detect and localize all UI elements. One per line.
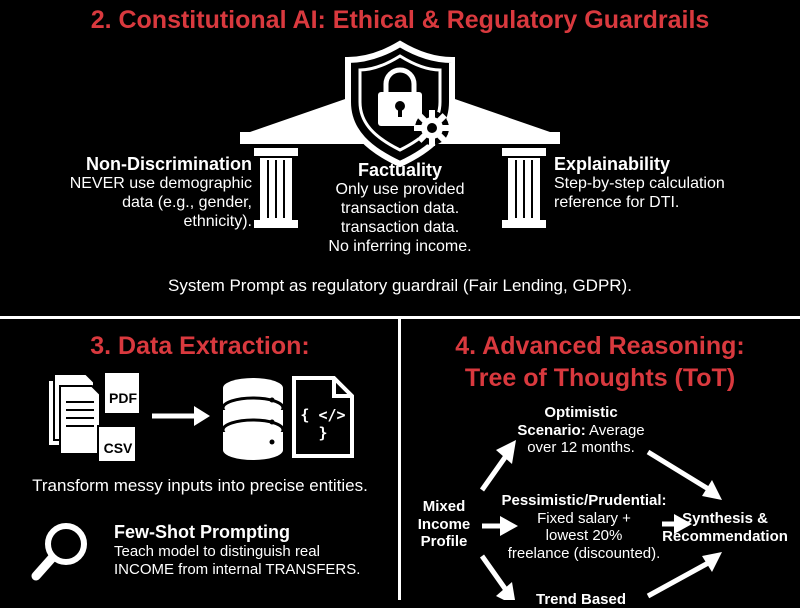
non-discrimination-text-2: data (e.g., gender, ethnicity). xyxy=(122,194,252,230)
arrow-right-icon xyxy=(152,406,210,426)
few-shot-text-1: Teach model to distinguish real xyxy=(114,543,320,561)
factuality-text-4: No inferring income. xyxy=(328,237,472,255)
explainability-text-2: reference for DTI. xyxy=(554,194,680,212)
vertical-divider xyxy=(398,316,401,600)
section3-title: 3. Data Extraction: xyxy=(90,332,310,360)
optimistic-line2-bold: Scenario: xyxy=(517,421,586,439)
optimistic-line3: over 12 months. xyxy=(527,439,635,457)
pdf-label: PDF xyxy=(109,390,137,406)
factuality-text-3: transaction data. xyxy=(340,218,460,236)
factuality-text-1: Only use provided xyxy=(335,181,465,199)
optimistic-line2: Scenario: Average xyxy=(506,422,656,440)
factuality-heading: Factuality xyxy=(357,160,443,180)
explainability-block: Explainability Step-by-step calculation … xyxy=(554,154,794,213)
few-shot-heading: Few-Shot Prompting xyxy=(114,522,290,542)
explainability-heading: Explainability xyxy=(554,154,671,174)
few-shot-block: Few-Shot Prompting Teach model to distin… xyxy=(114,522,398,579)
section3-caption: Transform messy inputs into precise enti… xyxy=(32,476,368,495)
pessimistic-line1: Pessimistic/Prudential: xyxy=(501,492,667,509)
lock-icon xyxy=(378,67,422,126)
right-column xyxy=(502,148,546,228)
non-discrimination-block: Non-Discrimination NEVER use demographic… xyxy=(52,154,252,232)
pessimistic-node: Pessimistic/Prudential: Fixed salary + l… xyxy=(494,492,674,563)
database-icon xyxy=(221,378,285,460)
section2-title: 2. Constitutional AI: Ethical & Regulato… xyxy=(90,6,710,34)
documents-icon xyxy=(47,371,141,463)
pessimistic-line3: lowest 20% xyxy=(545,527,623,545)
left-column xyxy=(254,148,298,228)
section4-title-line1: 4. Advanced Reasoning: xyxy=(455,332,745,360)
synthesis-node: Synthesis & Recommendation xyxy=(652,510,798,545)
temple-shield-illustration xyxy=(240,40,560,228)
optimistic-line2-rest: Average xyxy=(585,421,645,439)
optimistic-line1: Optimistic xyxy=(544,404,618,421)
code-file-icon xyxy=(292,376,354,458)
section2-footer: System Prompt as regulatory guardrail (F… xyxy=(168,276,632,295)
synthesis-line2: Recommendation xyxy=(662,527,788,545)
code-label: { </> } xyxy=(300,406,346,442)
tree-arrows xyxy=(479,440,722,600)
tree-root-line1: Mixed xyxy=(422,498,466,515)
optimistic-node: Optimistic Scenario: Average over 12 mon… xyxy=(506,404,656,457)
synthesis-line1: Synthesis & xyxy=(682,510,768,527)
factuality-text-2: transaction data. xyxy=(340,200,460,218)
non-discrimination-text-1: NEVER use demographic xyxy=(69,175,252,193)
magnifier-icon xyxy=(31,523,87,581)
tree-root-line2: Income xyxy=(417,515,471,533)
factuality-block: Factuality Only use provided transaction… xyxy=(310,160,490,257)
few-shot-text-2: INCOME from internal TRANSFERS. xyxy=(114,560,361,578)
tree-root-line3: Profile xyxy=(420,533,468,551)
gear-icon xyxy=(414,110,450,146)
non-discrimination-heading: Non-Discrimination xyxy=(85,154,252,174)
explainability-text-1: Step-by-step calculation xyxy=(554,175,725,193)
csv-label: CSV xyxy=(103,440,133,456)
section4-title-line2: Tree of Thoughts (ToT) xyxy=(464,364,736,392)
tree-root-node: Mixed Income Profile xyxy=(404,498,484,551)
pessimistic-line4: freelance (discounted). xyxy=(507,545,661,563)
pessimistic-line2: Fixed salary + xyxy=(537,509,631,527)
